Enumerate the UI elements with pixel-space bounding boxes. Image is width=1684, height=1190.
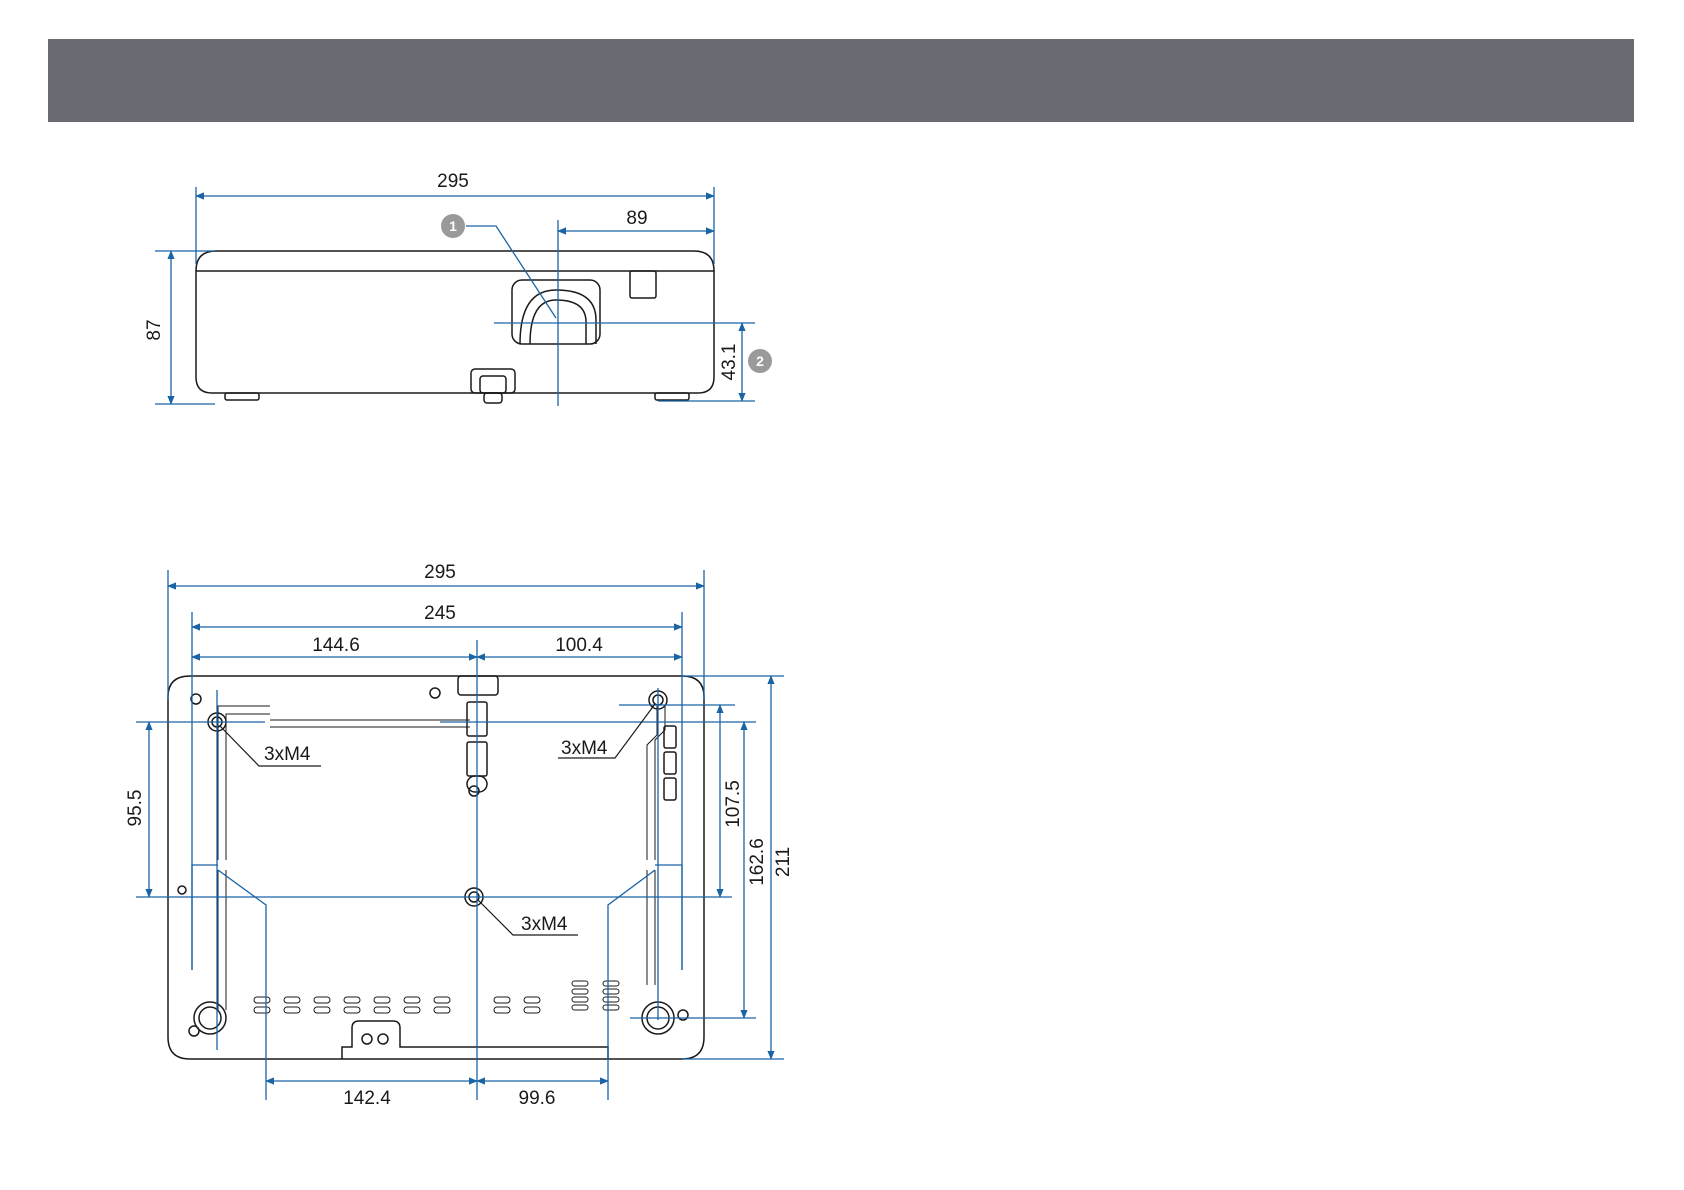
right-hole-label: 100.4 <box>555 635 603 656</box>
front-height-label: 87 <box>144 319 165 340</box>
bottom-dimension-lines <box>136 570 784 1100</box>
screw-label-3: 3xM4 <box>521 914 568 935</box>
right-height-2-label: 162.6 <box>747 838 768 886</box>
callout-1-number: 1 <box>449 218 457 234</box>
depth-label: 211 <box>773 847 794 877</box>
callout-2-number: 2 <box>756 353 764 369</box>
left-hole-label: 144.6 <box>312 635 360 656</box>
left-height-label: 95.5 <box>125 790 146 827</box>
projector-front-outline <box>196 251 714 403</box>
front-view: 1 2 295 89 87 43.1 <box>144 171 772 406</box>
screw-label-1: 3xM4 <box>264 744 311 765</box>
lens-offset-label: 89 <box>626 208 647 229</box>
right-height-1-label: 107.5 <box>723 780 744 828</box>
bottom-right-label: 99.6 <box>519 1088 556 1109</box>
hole-span-label: 245 <box>424 603 456 624</box>
bottom-left-label: 142.4 <box>343 1088 391 1109</box>
screw-label-2: 3xM4 <box>561 738 608 759</box>
projector-bottom-outline <box>168 676 704 1059</box>
lens-height-label: 43.1 <box>719 344 740 381</box>
bottom-width-label: 295 <box>424 562 456 583</box>
bottom-vents <box>254 981 619 1013</box>
front-width-label: 295 <box>437 171 469 192</box>
bottom-view: 295 245 144.6 100.4 142.4 99.6 95.5 107.… <box>125 562 794 1109</box>
